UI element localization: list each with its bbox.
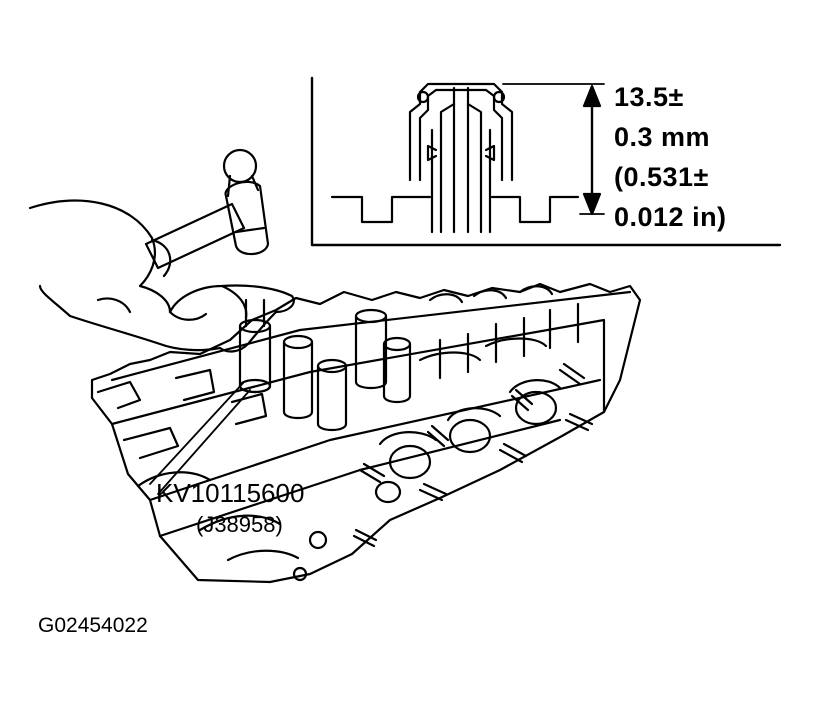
tool-leader-lines [149,381,251,495]
inset-valve-seal-cross-section [330,82,580,234]
dimension-value-mm-line1: 13.5± [614,82,684,112]
valve-bosses [282,285,580,432]
dimension-value-mm-line2: 0.3 mm [614,122,711,152]
hammer [144,148,270,270]
figure-id: G02454022 [38,614,148,637]
technician-hand [28,199,295,353]
dimension-arrow [502,83,605,216]
tool-alt-number: (J38958) [196,512,283,537]
dimension-value-in-line2: 0.012 in) [614,202,727,232]
inset-detail-box [310,76,782,247]
dimension-value-in-line1: (0.531± [614,162,709,192]
cylinder-head [90,282,642,584]
tool-part-number: KV10115600 [156,478,305,508]
